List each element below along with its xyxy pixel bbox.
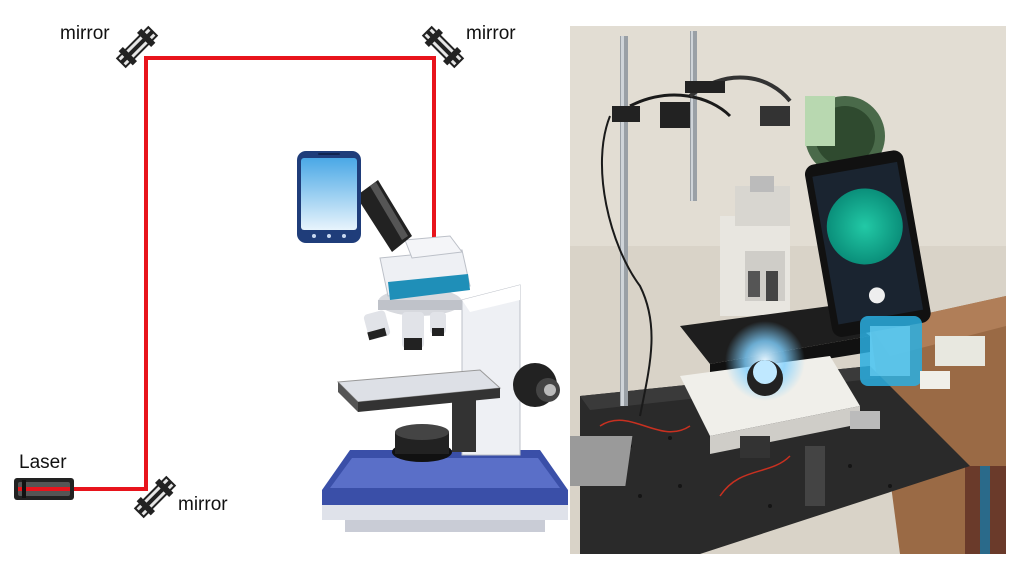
laser-beam <box>74 56 436 491</box>
mirror-icon <box>133 475 177 519</box>
mirror-icon <box>421 25 465 69</box>
smartphone-icon <box>297 151 361 243</box>
laser-icon <box>14 478 74 500</box>
laser-beam-path <box>74 56 436 491</box>
mirror-icon <box>115 25 159 69</box>
photo-smartphone-icon <box>804 150 931 337</box>
mirror-label: mirror <box>466 23 516 44</box>
laser-label: Laser <box>19 452 67 473</box>
mirror-label: mirror <box>178 494 228 515</box>
setup-photo <box>570 26 1006 554</box>
mirror-label: mirror <box>60 23 110 44</box>
microscope-icon <box>322 180 568 532</box>
